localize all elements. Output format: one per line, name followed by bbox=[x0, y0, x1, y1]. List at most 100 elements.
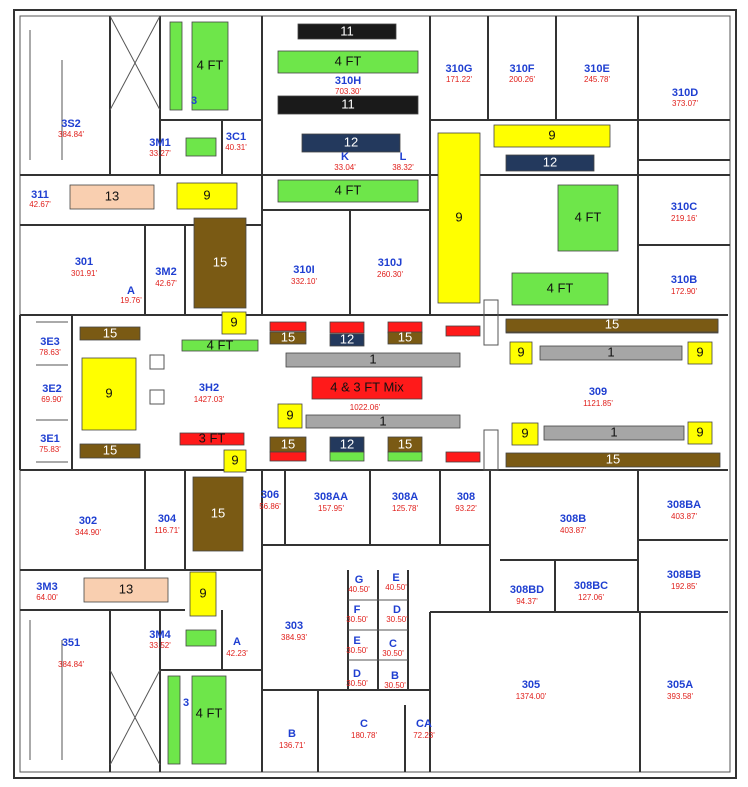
svg-text:9: 9 bbox=[696, 424, 703, 439]
svg-text:3: 3 bbox=[191, 95, 197, 107]
block: 12 bbox=[505, 154, 595, 172]
svg-text:403.87': 403.87' bbox=[671, 512, 697, 521]
svg-text:172.90': 172.90' bbox=[671, 287, 697, 296]
block: 15 bbox=[387, 436, 423, 453]
block: 1 bbox=[285, 351, 461, 368]
block: 1 bbox=[539, 344, 683, 361]
svg-text:9: 9 bbox=[199, 585, 206, 600]
block: 4 FT bbox=[557, 184, 619, 252]
svg-text:56.86': 56.86' bbox=[259, 502, 281, 511]
svg-text:3M4: 3M4 bbox=[149, 629, 171, 641]
svg-text:9: 9 bbox=[230, 314, 237, 329]
svg-text:4 FT: 4 FT bbox=[196, 705, 223, 720]
room: 3 bbox=[191, 95, 197, 107]
room: 1022.06' bbox=[350, 403, 381, 412]
svg-text:33.27': 33.27' bbox=[149, 149, 171, 158]
svg-text:D: D bbox=[393, 604, 401, 616]
svg-text:30.50': 30.50' bbox=[346, 646, 368, 655]
room: A42.23' bbox=[226, 636, 248, 658]
block: 9 bbox=[189, 571, 217, 617]
svg-text:4 FT: 4 FT bbox=[207, 337, 234, 352]
svg-text:3M3: 3M3 bbox=[36, 581, 57, 593]
svg-text:9: 9 bbox=[231, 452, 238, 467]
block: 13 bbox=[69, 184, 155, 210]
svg-text:305A: 305A bbox=[667, 679, 693, 691]
room: L38.32' bbox=[392, 151, 414, 172]
svg-text:E: E bbox=[392, 572, 399, 584]
svg-text:B: B bbox=[288, 728, 296, 740]
block bbox=[329, 451, 365, 462]
svg-text:F: F bbox=[354, 604, 361, 616]
block: 15 bbox=[505, 451, 721, 468]
svg-text:344.90': 344.90' bbox=[75, 528, 101, 537]
block: 15 bbox=[192, 476, 244, 552]
svg-text:301.91': 301.91' bbox=[71, 269, 97, 278]
block: 4 FT bbox=[191, 21, 229, 111]
block bbox=[185, 137, 217, 157]
svg-text:310E: 310E bbox=[584, 63, 610, 75]
svg-text:308BB: 308BB bbox=[667, 569, 701, 581]
svg-text:1427.03': 1427.03' bbox=[194, 395, 225, 404]
block: 9 bbox=[437, 132, 481, 304]
svg-text:94.37': 94.37' bbox=[516, 597, 538, 606]
svg-text:11: 11 bbox=[341, 96, 355, 111]
svg-text:308BC: 308BC bbox=[574, 580, 608, 592]
svg-text:C: C bbox=[360, 718, 368, 730]
block: 15 bbox=[79, 442, 141, 459]
svg-text:42.67': 42.67' bbox=[29, 200, 51, 209]
svg-text:4 FT: 4 FT bbox=[335, 182, 362, 197]
svg-text:15: 15 bbox=[213, 254, 227, 269]
svg-text:4 FT: 4 FT bbox=[197, 57, 224, 72]
svg-text:64.00': 64.00' bbox=[36, 593, 58, 602]
svg-text:260.30': 260.30' bbox=[377, 270, 403, 279]
block: 9 bbox=[511, 422, 539, 446]
room: D30.50' bbox=[386, 604, 408, 624]
svg-text:12: 12 bbox=[543, 154, 557, 169]
svg-text:12: 12 bbox=[340, 331, 354, 346]
svg-text:93.22': 93.22' bbox=[455, 504, 477, 513]
block: 4 FT bbox=[181, 337, 259, 352]
svg-text:703.30': 703.30' bbox=[335, 87, 361, 96]
svg-text:308B: 308B bbox=[560, 513, 586, 525]
block: 9 bbox=[687, 341, 713, 365]
block: 13 bbox=[83, 577, 169, 603]
svg-text:L: L bbox=[400, 151, 407, 163]
svg-text:310C: 310C bbox=[671, 201, 697, 213]
block: 15 bbox=[269, 436, 307, 453]
svg-text:15: 15 bbox=[398, 436, 412, 451]
svg-text:40.31': 40.31' bbox=[225, 143, 247, 152]
svg-text:3H2: 3H2 bbox=[199, 382, 219, 394]
svg-text:373.07': 373.07' bbox=[672, 99, 698, 108]
svg-text:384.84': 384.84' bbox=[58, 130, 84, 139]
walls bbox=[13, 9, 737, 779]
svg-text:75.83': 75.83' bbox=[39, 445, 61, 454]
svg-text:15: 15 bbox=[103, 442, 117, 457]
svg-text:9: 9 bbox=[286, 407, 293, 422]
svg-text:303: 303 bbox=[285, 620, 303, 632]
block: 11 bbox=[297, 23, 397, 40]
block: 15 bbox=[193, 217, 247, 309]
room: K33.04' bbox=[334, 151, 356, 172]
svg-text:19.76': 19.76' bbox=[120, 296, 142, 305]
svg-text:15: 15 bbox=[606, 451, 620, 466]
svg-text:A: A bbox=[233, 636, 241, 648]
svg-text:3E2: 3E2 bbox=[42, 383, 62, 395]
block: 4 FT bbox=[277, 50, 419, 74]
